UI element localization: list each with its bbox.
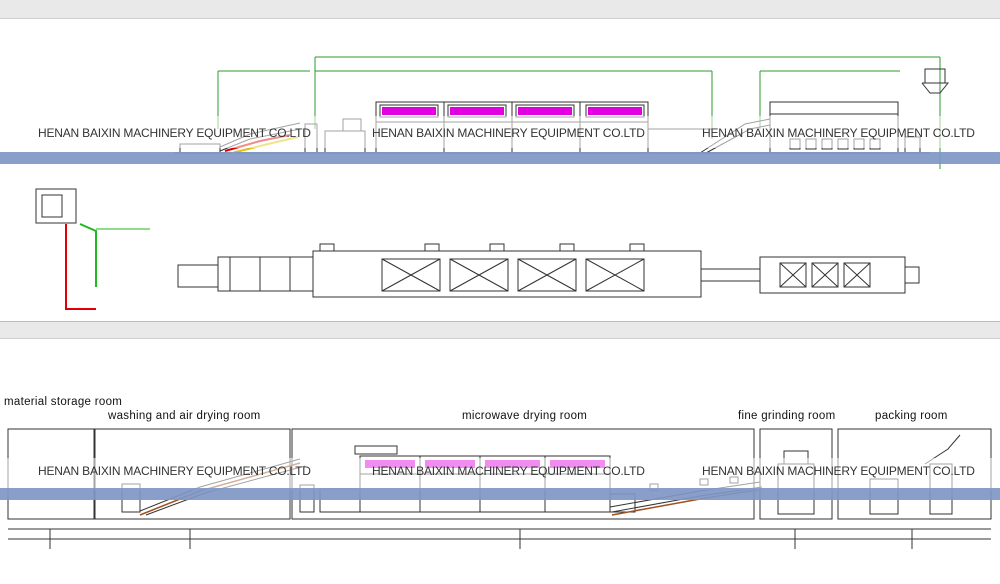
room-label-washing: washing and air drying room	[108, 410, 261, 422]
room-label-fine-grinding: fine grinding room	[738, 410, 836, 422]
room-label-microwave: microwave drying room	[462, 410, 588, 422]
watermark-bottom-right: HENAN BAIXIN MACHINERY EQUIPMENT CO.LTD	[702, 464, 975, 478]
room-label-material-storage: material storage room	[4, 396, 123, 408]
top-drawing	[35, 56, 950, 310]
blue-stripe-bottom	[0, 488, 1000, 500]
blue-stripe-top	[0, 152, 1000, 164]
top-drawing-panel	[0, 18, 1000, 322]
watermark-band-bottom	[0, 458, 1000, 490]
watermark-top-left: HENAN BAIXIN MACHINERY EQUIPMENT CO.LTD	[38, 126, 311, 140]
watermark-top-center: HENAN BAIXIN MACHINERY EQUIPMENT CO.LTD	[372, 126, 645, 140]
room-label-packing: packing room	[875, 410, 948, 422]
watermark-band-top	[0, 116, 1000, 148]
watermark-bottom-center: HENAN BAIXIN MACHINERY EQUIPMENT CO.LTD	[372, 464, 645, 478]
watermark-top-right: HENAN BAIXIN MACHINERY EQUIPMENT CO.LTD	[702, 126, 975, 140]
magnetron-strips	[382, 107, 642, 115]
watermark-bottom-left: HENAN BAIXIN MACHINERY EQUIPMENT CO.LTD	[38, 464, 311, 478]
